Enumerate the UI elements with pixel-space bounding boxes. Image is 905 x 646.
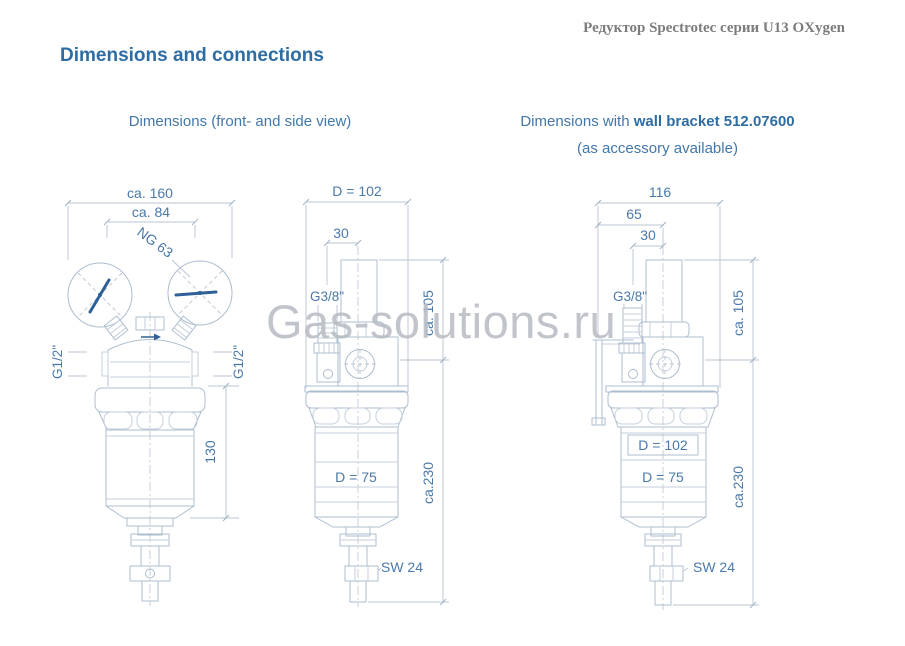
dim-port-offset-label: 30 — [333, 225, 349, 241]
page-title: Dimensions and connections — [60, 45, 324, 66]
watermark: Gas-solutions.ru — [266, 295, 617, 348]
right-gauge-boss — [171, 315, 197, 341]
inlet-port-label: G3/8" — [613, 289, 647, 304]
dim-total-height-label: ca.230 — [420, 462, 436, 504]
side-view-drawing: D = 75 D = 102 30 G3/8" — [302, 183, 449, 607]
caption-wall-bracket-bold: wall bracket 512.07600 — [633, 113, 795, 130]
caption-front-side-view: Dimensions (front- and side view) — [128, 113, 352, 130]
dim-flange-diameter-label: D = 102 — [638, 437, 688, 453]
dim-total-height-label: ca.230 — [730, 466, 746, 508]
regulator-body — [642, 336, 704, 387]
port-right-label: G1/2" — [231, 345, 246, 379]
adjust-knob — [645, 259, 683, 323]
dim-gauge-span-label: ca. 84 — [132, 204, 170, 220]
document-title: Редуктор Spectrotec серии U13 OXygen — [583, 20, 845, 36]
dim-bowl-diameter-label: D = 75 — [335, 469, 377, 485]
dim-overall-width-label: ca. 160 — [127, 185, 173, 201]
bracket-view-drawing: D = 102 D = 75 116 65 30 — [591, 184, 759, 610]
right-gauge — [167, 260, 233, 326]
caption-accessory-note: (as accessory available) — [577, 140, 738, 157]
front-view-drawing: ca. 160 ca. 84 NG 63 G1/2" G1/2" 130 — [50, 185, 246, 606]
flange-diameter-box — [627, 434, 699, 456]
dim-wrench-label: SW 24 — [381, 559, 423, 575]
dim-depth-label: D = 102 — [332, 183, 382, 199]
flange — [305, 390, 409, 409]
dim-port-offset-label: 30 — [640, 227, 656, 243]
dim-body-height-label: 130 — [202, 440, 218, 464]
dim-bowl-diameter-label: D = 75 — [642, 469, 684, 485]
dim-top-height-label: ca. 105 — [420, 290, 436, 336]
left-gauge — [67, 262, 133, 328]
flow-arrow — [154, 333, 161, 341]
left-port-boss — [101, 351, 109, 377]
inlet-port-label: G3/8" — [310, 289, 344, 304]
dim-overall-width-label: 116 — [649, 184, 672, 200]
port-left-label: G1/2" — [50, 345, 65, 379]
dim-wrench-label: SW 24 — [693, 559, 735, 575]
dim-axis-offset-label: 65 — [626, 206, 642, 222]
caption-wall-bracket: Dimensions with wall bracket 512.07600 (… — [470, 113, 845, 157]
gauge-size-label: NG 63 — [134, 224, 176, 261]
dim-top-height-label: ca. 105 — [730, 290, 746, 336]
left-gauge-boss — [103, 315, 129, 341]
sw24-nut — [344, 565, 379, 582]
sw24-nut — [649, 565, 684, 582]
caption-wall-bracket-prefix: Dimensions with — [520, 113, 634, 130]
body-top-cap — [135, 316, 165, 331]
right-port-boss — [191, 351, 199, 377]
body-arc — [107, 339, 193, 351]
right-gauge-needle — [174, 290, 218, 297]
